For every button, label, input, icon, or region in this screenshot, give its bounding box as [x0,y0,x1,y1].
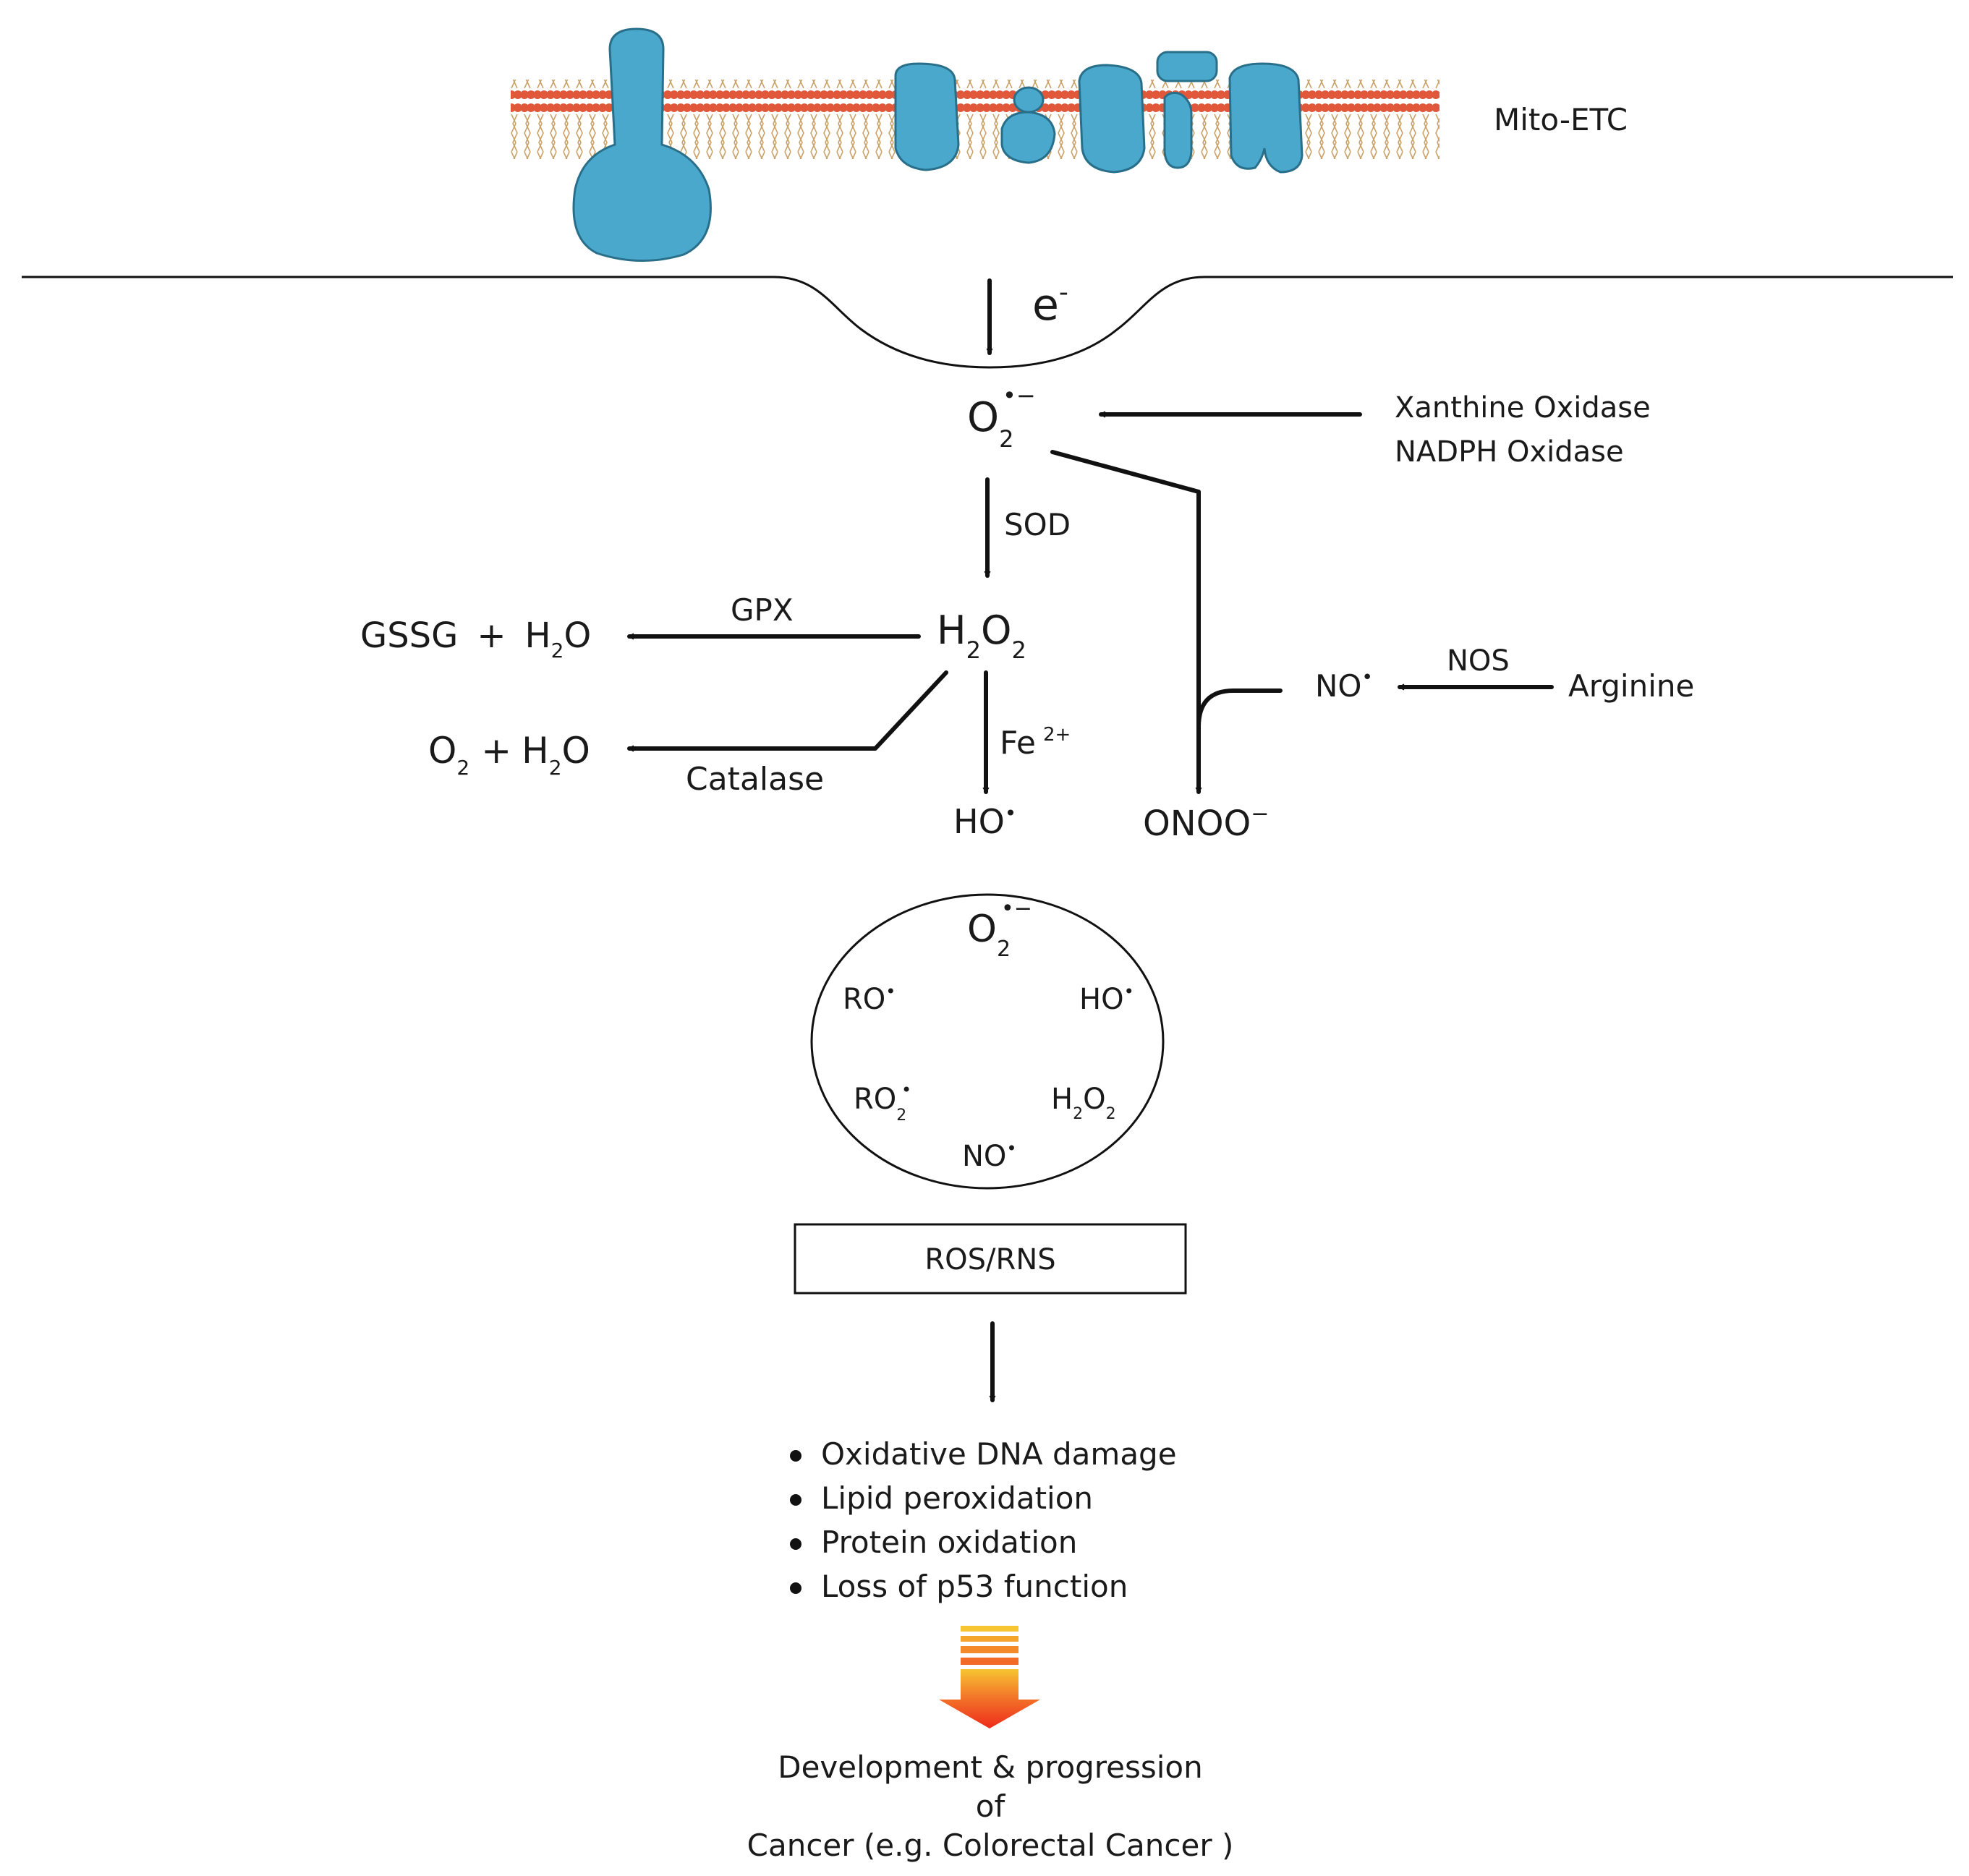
mito-etc-label: Mito-ETC [1494,102,1628,137]
catalase-arrow [627,670,948,752]
etc-protein-complex-5 [1228,62,1304,174]
ros-rns-box [794,1223,1187,1295]
circle-alkoxyl-label: RO• [843,981,896,1016]
membrane-boundary-line [22,276,1953,369]
effect-bullet [790,1538,801,1550]
gpx-enzyme-label: GPX [731,592,794,628]
arginine-label: Arginine [1568,668,1694,704]
etc-protein-small-top [1013,86,1045,114]
ros-species-group: O2•− RO• HO• RO2• H2O2 NO• [843,896,1134,1173]
electron-label: e- [1032,278,1068,331]
etc-protein-complex-4 [1163,91,1193,169]
catalase-enzyme-label: Catalase [686,761,824,798]
etc-protein-complex-2 [894,62,960,171]
gpx-products-label: GSSG+H2O [360,615,591,662]
circle-h2o2-label: H2O2 [1051,1083,1116,1123]
circle-peroxyl-label: RO2• [854,1080,911,1125]
nadph-oxidase-label: NADPH Oxidase [1395,435,1624,469]
sod-label: SOD [1004,507,1071,542]
outcome-line-2: of [976,1788,1006,1824]
outcome-line-3: Cancer (e.g. Colorectal Cancer ) [747,1828,1234,1863]
ros-species-circle [810,893,1165,1190]
ros-rns-label: ROS/RNS [924,1243,1055,1276]
nitric-oxide-label: NO• [1315,667,1373,704]
superoxide-label: O2•− [967,382,1036,453]
etc-protein-complex-3 [1078,64,1146,174]
effect-item: Lipid peroxidation [821,1480,1093,1516]
circle-hydroxyl-label: HO• [1079,981,1134,1016]
h2o2-label: H2O2 [937,607,1026,664]
catalase-products-label: O2+H2O [428,730,590,780]
effects-list: Oxidative DNA damage Lipid peroxidation … [790,1436,1177,1604]
etc-protein-complex-4-cap [1156,51,1218,82]
outcome-line-1: Development & progression [778,1749,1203,1785]
etc-protein-small-bottom [1000,111,1056,164]
nos-label: NOS [1447,644,1510,678]
effect-bullet [790,1494,801,1506]
peroxynitrite-label: ONOO− [1143,801,1269,844]
effect-bullet [790,1450,801,1462]
hydroxyl-radical-label: HO• [953,801,1016,841]
circle-superoxide-label: O2•− [967,896,1032,962]
effect-item: Protein oxidation [821,1525,1077,1560]
effect-bullet [790,1582,801,1594]
effect-item: Oxidative DNA damage [821,1436,1177,1472]
no-to-peroxynitrite-line [1196,688,1283,729]
etc-protein-complex-1 [572,27,712,262]
effect-item: Loss of p53 function [821,1569,1128,1604]
progression-arrow [939,1626,1040,1728]
xanthine-oxidase-label: Xanthine Oxidase [1395,391,1651,425]
circle-nitric-oxide-label: NO• [962,1138,1017,1173]
superoxide-to-peroxynitrite-arrow [1050,450,1202,794]
mitochondrial-membrane: Mito-ETC [511,27,1628,262]
